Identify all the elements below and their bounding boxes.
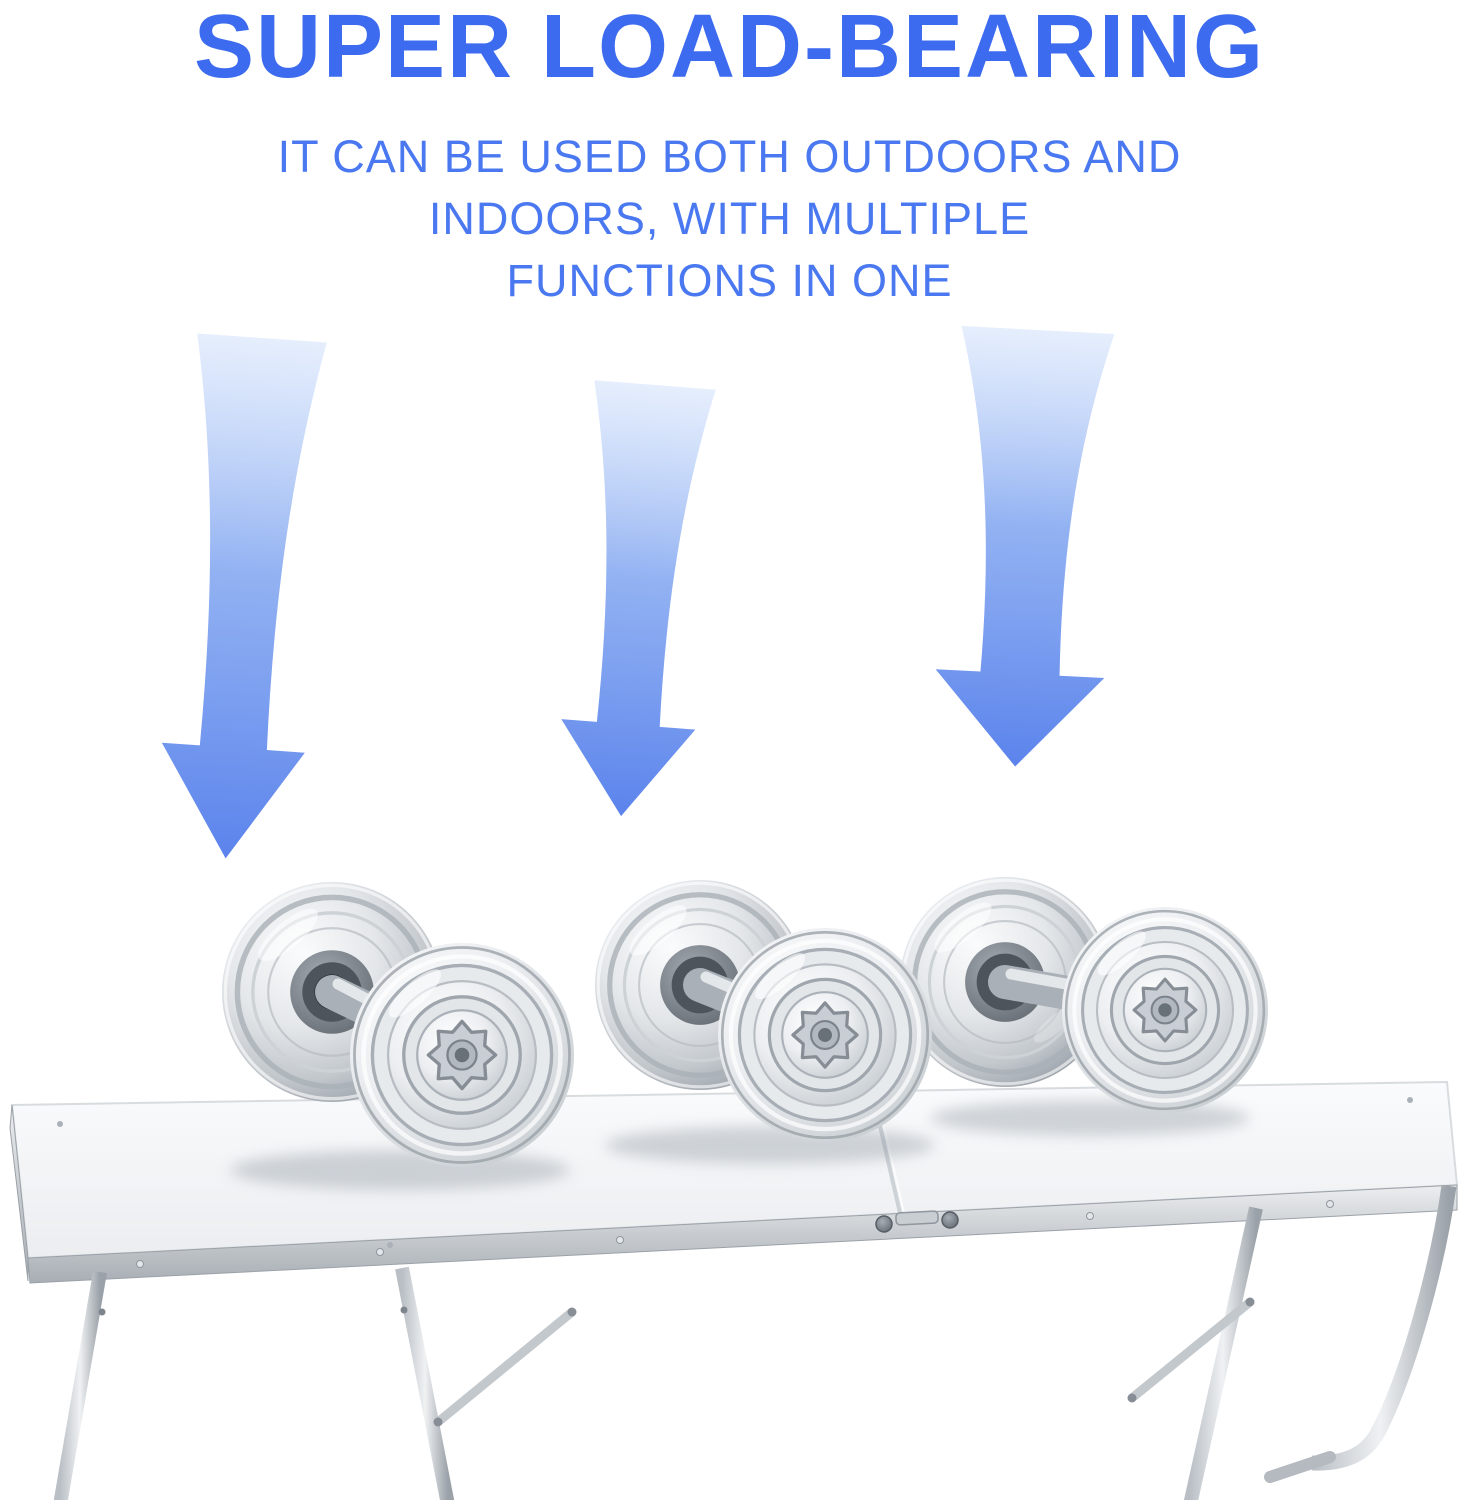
- table-latch: [895, 1210, 939, 1226]
- table-leg-curved: [1311, 1184, 1457, 1471]
- product-scene: [9, 325, 1459, 1500]
- table-rivets: [136, 1200, 1334, 1268]
- subheadline-line-2: INDOORS, WITH MULTIPLE: [428, 193, 1031, 244]
- table-leg-brace: [1129, 1298, 1253, 1402]
- down-arrow-icon: [554, 379, 722, 822]
- subheadline-line-3: FUNCTIONS IN ONE: [506, 255, 953, 306]
- down-arrow-icon: [930, 325, 1123, 771]
- dumbbell: [900, 877, 1268, 1113]
- subheadline-line-1: IT CAN BE USED BOTH OUTDOORS AND: [277, 131, 1182, 182]
- down-arrows: [154, 325, 1123, 864]
- table-knob: [941, 1211, 959, 1229]
- table-leg: [53, 1270, 107, 1500]
- headline: SUPER LOAD-BEARING: [193, 0, 1266, 97]
- subheadline: IT CAN BE USED BOTH OUTDOORS AND INDOORS…: [0, 126, 1459, 312]
- table-leg: [1183, 1206, 1263, 1500]
- table-front-edge: [27, 1184, 1458, 1284]
- table-knob: [875, 1215, 893, 1233]
- table-leg: [395, 1266, 455, 1500]
- table-screws: [57, 1097, 1413, 1248]
- table-left-edge: [9, 1104, 29, 1282]
- down-arrow-icon: [154, 332, 334, 864]
- dumbbell: [595, 880, 932, 1142]
- table-leg-brace: [435, 1308, 575, 1426]
- table-legs: [53, 1184, 1457, 1500]
- table-foot: [1264, 1451, 1336, 1483]
- dumbbell: [222, 882, 574, 1167]
